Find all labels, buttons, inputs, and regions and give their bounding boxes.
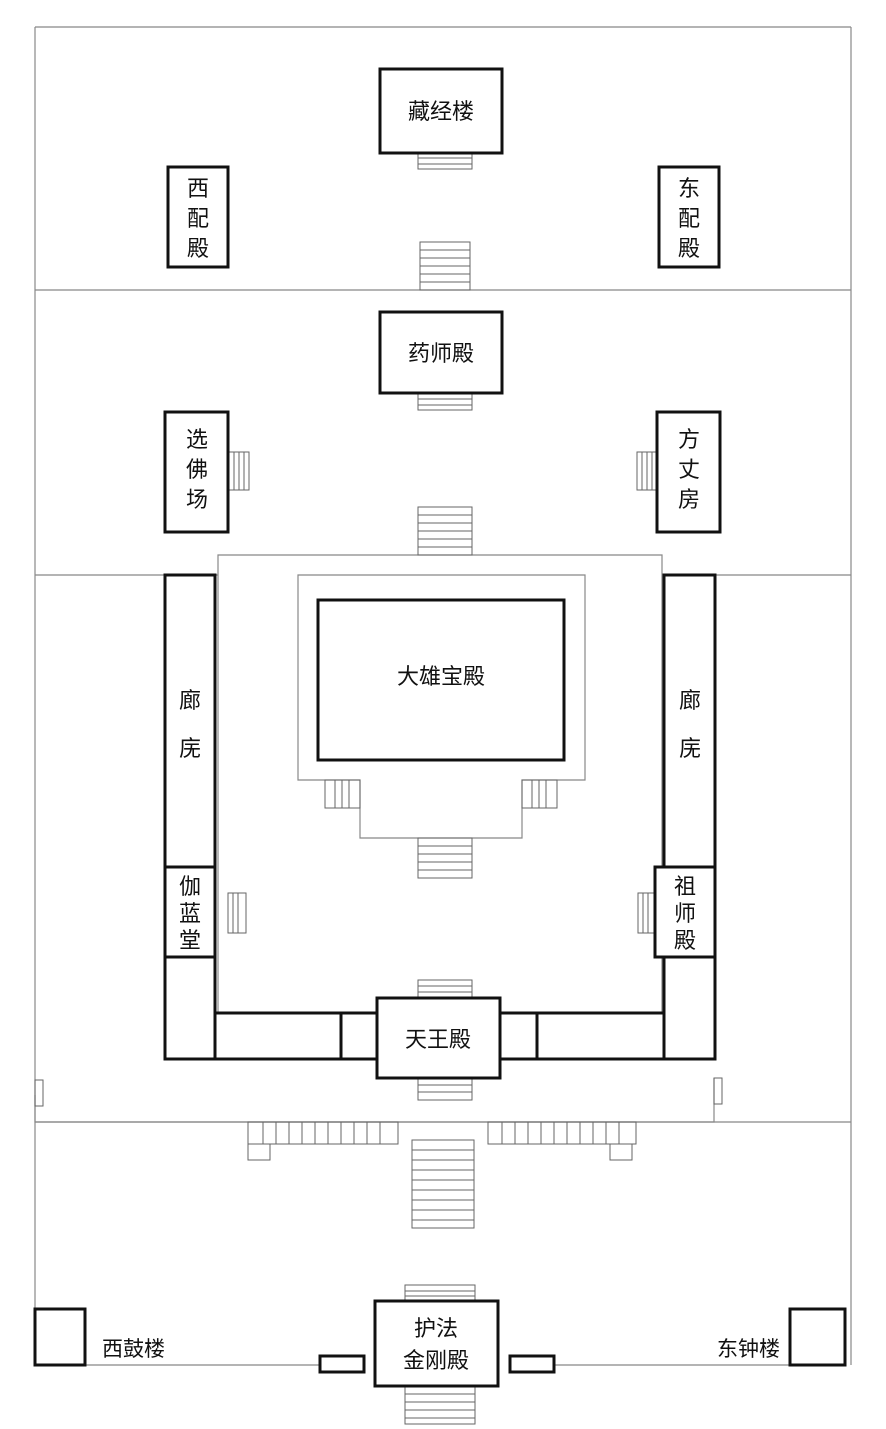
- stair-main-hall-south: [417, 837, 473, 879]
- stair-main-hall-west: [324, 779, 361, 809]
- label-yaoshi: 药师殿: [408, 342, 474, 367]
- main-hall-podium: [297, 574, 586, 839]
- stair-zushi: [637, 892, 657, 934]
- stair-hufa-south: [404, 1385, 476, 1425]
- xigu-building: [33, 1307, 87, 1367]
- stair-main-terrace-north: [417, 506, 473, 556]
- label-xipei: 西配殿: [187, 177, 209, 262]
- stair-tianwang-south: [417, 1077, 473, 1101]
- stair-front-east: [487, 1121, 637, 1145]
- south-corridor-right: [535, 1011, 666, 1061]
- label-tianwang: 天王殿: [405, 1028, 471, 1053]
- stair-xuanfo: [228, 451, 250, 491]
- south-corridor-right-inner: [498, 1011, 539, 1061]
- stair-east-edge: [713, 1077, 723, 1105]
- langwu-left-lower: [163, 955, 217, 1061]
- label-qielan: 伽蓝堂: [179, 875, 201, 954]
- stair-yaoshi: [417, 392, 473, 411]
- dongzhong-building: [788, 1307, 847, 1367]
- label-xuanfo: 选佛场: [186, 428, 208, 513]
- gate-east-block: [508, 1354, 556, 1374]
- xipei-building: [166, 165, 230, 269]
- buildings: [33, 67, 847, 1388]
- stair-front-east-end: [609, 1143, 633, 1161]
- stair-central-south: [411, 1139, 475, 1229]
- stair-fangzhang: [636, 451, 658, 491]
- stair-front-west-end: [247, 1143, 271, 1161]
- stair-hufa-north: [404, 1284, 476, 1302]
- label-dongpei: 东配殿: [678, 177, 700, 262]
- langwu-right-lower: [662, 955, 717, 1061]
- label-zushi: 祖师殿: [674, 875, 696, 954]
- south-corridor-left-inner: [339, 1011, 379, 1061]
- labels: 藏经楼 西配殿 东配殿 药师殿 选佛场 方丈房 大雄宝殿 廊庑 廊庑 伽蓝堂 祖…: [102, 100, 780, 1374]
- stair-west-edge: [34, 1079, 44, 1107]
- label-fangzhang: 方丈房: [678, 428, 700, 513]
- stair-front-west: [247, 1121, 399, 1145]
- stair-main-hall-east: [521, 779, 558, 809]
- label-daxiong: 大雄宝殿: [397, 665, 485, 690]
- dongpei-building: [657, 165, 721, 269]
- stair-qielan: [227, 892, 247, 934]
- daxiong-building: [316, 598, 566, 762]
- yaoshi-building: [378, 310, 504, 395]
- front-terrace: [34, 1078, 715, 1123]
- label-hufa-line1: 护法: [414, 1317, 458, 1342]
- langwu-left-building: [163, 573, 217, 869]
- label-xigu: 西鼓楼: [102, 1337, 165, 1361]
- cangjing-building: [378, 67, 504, 155]
- tianwang-building: [375, 996, 502, 1080]
- stair-tianwang-north: [417, 979, 473, 999]
- label-dongzhong: 东钟楼: [717, 1337, 780, 1361]
- stair-north-upper: [419, 241, 471, 291]
- gate-west-block: [318, 1354, 366, 1374]
- zushi-building: [653, 865, 717, 959]
- langwu-right-building: [662, 573, 717, 869]
- label-langwu-left: 廊庑: [179, 689, 201, 762]
- fangzhang-building: [655, 410, 722, 534]
- label-langwu-right: 廊庑: [679, 689, 701, 762]
- xuanfo-building: [163, 410, 230, 534]
- stair-cangjing: [417, 152, 473, 170]
- label-hufa-line2: 金刚殿: [403, 1349, 469, 1374]
- south-corridor-left: [213, 1011, 343, 1061]
- hufa-building: [373, 1299, 500, 1388]
- label-cangjing: 藏经楼: [408, 100, 474, 125]
